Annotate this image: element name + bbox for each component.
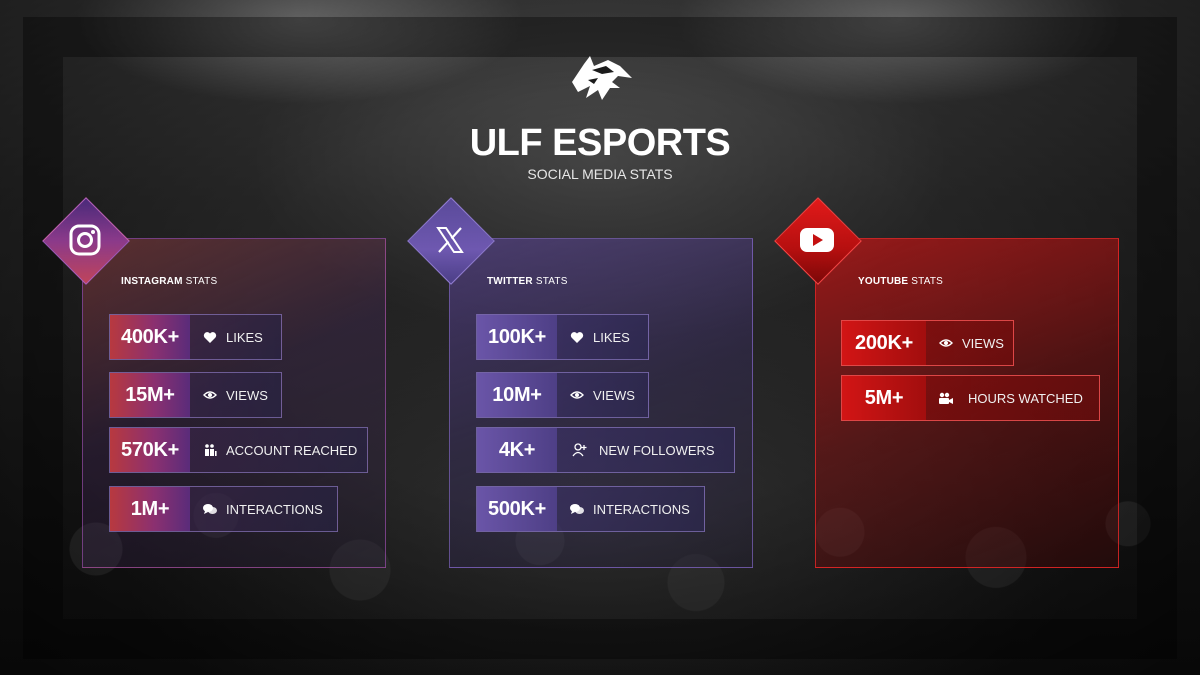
stat-label: INTERACTIONS xyxy=(226,501,323,517)
stat-label: LIKES xyxy=(593,329,630,345)
eye-icon xyxy=(202,387,218,403)
heart-icon xyxy=(569,329,585,345)
youtube-stats-title: YOUTUBE STATS xyxy=(858,276,944,287)
stat-label: NEW FOLLOWERS xyxy=(599,442,715,458)
stat-label: VIEWS xyxy=(226,387,268,403)
chat-bubbles-icon xyxy=(202,501,218,517)
stat-value: 10M+ xyxy=(477,373,557,417)
video-camera-icon xyxy=(938,390,954,406)
eye-icon xyxy=(569,387,585,403)
wolf-logo-icon xyxy=(572,56,632,100)
instagram-views-row: 15M+ VIEWS xyxy=(109,372,282,418)
stat-value: 15M+ xyxy=(110,373,190,417)
stat-value: 400K+ xyxy=(110,315,190,359)
youtube-badge xyxy=(774,197,862,285)
eye-icon xyxy=(938,335,954,351)
stat-label: LIKES xyxy=(226,329,263,345)
stat-value: 100K+ xyxy=(477,315,557,359)
stat-value: 200K+ xyxy=(842,321,926,365)
stat-value: 570K+ xyxy=(110,428,190,472)
page-subtitle: SOCIAL MEDIA STATS xyxy=(527,166,673,182)
twitter-views-row: 10M+ VIEWS xyxy=(476,372,649,418)
instagram-likes-row: 400K+ LIKES xyxy=(109,314,282,360)
stat-value: 5M+ xyxy=(842,376,926,420)
twitter-likes-row: 100K+ LIKES xyxy=(476,314,649,360)
stat-value: 4K+ xyxy=(477,428,557,472)
stat-label: ACCOUNT REACHED xyxy=(226,442,358,458)
stat-label: INTERACTIONS xyxy=(593,501,690,517)
youtube-hours-row: 5M+ HOURS WATCHED xyxy=(841,375,1100,421)
heart-icon xyxy=(202,329,218,345)
instagram-interactions-row: 1M+ INTERACTIONS xyxy=(109,486,338,532)
chat-bubbles-icon xyxy=(569,501,585,517)
stat-label: VIEWS xyxy=(593,387,635,403)
add-user-icon xyxy=(571,442,587,458)
twitter-badge xyxy=(407,197,495,285)
instagram-stats-title: INSTAGRAM STATS xyxy=(121,276,218,287)
stat-label: HOURS WATCHED xyxy=(968,390,1083,406)
instagram-badge xyxy=(42,197,130,285)
stat-value: 1M+ xyxy=(110,487,190,531)
stat-value: 500K+ xyxy=(477,487,557,531)
instagram-reached-row: 570K+ ACCOUNT REACHED xyxy=(109,427,368,473)
page-title: ULF ESPORTS xyxy=(469,122,731,164)
twitter-stats-title: TWITTER STATS xyxy=(487,276,568,287)
youtube-icon xyxy=(800,228,834,252)
instagram-icon xyxy=(69,224,101,256)
x-logo-icon xyxy=(436,227,464,253)
stat-label: VIEWS xyxy=(962,335,1004,351)
youtube-views-row: 200K+ VIEWS xyxy=(841,320,1014,366)
twitter-followers-row: 4K+ NEW FOLLOWERS xyxy=(476,427,735,473)
audience-icon xyxy=(202,442,218,458)
twitter-interactions-row: 500K+ INTERACTIONS xyxy=(476,486,705,532)
